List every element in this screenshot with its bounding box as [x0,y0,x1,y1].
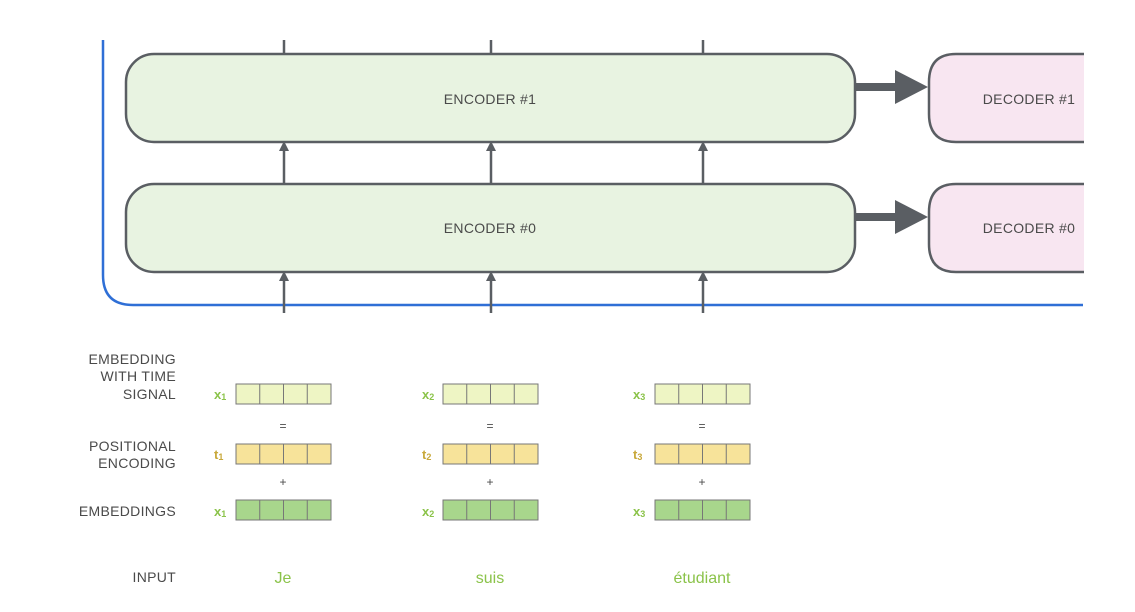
encoder-to-decoder-arrow-1 [856,70,928,104]
x-var-label: x1 [214,387,226,402]
decoder-0-label: DECODER #0 [983,220,1075,236]
embedding-vector [442,499,539,521]
time-signal-vector [235,383,332,405]
embedding-vector [235,499,332,521]
time-signal-label-line-1: EMBEDDING [89,351,177,367]
equals-sign: = [279,419,286,433]
decoder-0: DECODER #0 [927,182,1084,274]
input-label: INPUT [133,569,177,585]
time-signal-vector [442,383,539,405]
token-column-3: x3 = t3 + x3 étudiant [633,383,751,587]
x-var-label: x2 [422,387,434,402]
positional-label-line-1: POSITIONAL [89,438,176,454]
decoder-1-label: DECODER #1 [983,91,1075,107]
plus-sign: + [698,475,705,489]
input-word: Je [275,570,292,587]
token-column-1: x1 = t1 + x1 Je [214,383,332,587]
encoder-0: ENCODER #0 [124,182,857,274]
plus-sign: + [279,475,286,489]
embeddings-label: EMBEDDINGS [79,503,176,519]
encoder-0-label: ENCODER #0 [444,220,536,236]
decoder-0-box [927,182,1084,274]
input-word: étudiant [674,570,731,587]
equals-sign: = [486,419,493,433]
encoder-link-arrows [279,141,708,183]
encoder-1-label: ENCODER #1 [444,91,536,107]
encoder-to-decoder-arrow-0 [856,200,928,234]
time-signal-vector [654,383,751,405]
equals-sign: = [698,419,705,433]
time-signal-label-line-2: WITH TIME [100,368,176,384]
top-arrow-stubs [282,40,705,53]
x-var-label: x3 [633,387,645,402]
t-var-label: t2 [422,447,431,462]
token-column-2: x2 = t2 + x2 suis [422,383,539,587]
x-var-label: x2 [422,504,434,519]
decoder-1: DECODER #1 [927,52,1084,144]
embedding-vector [654,499,751,521]
positional-label-line-2: ENCODING [98,455,176,471]
positional-encoding-vector [654,443,751,465]
time-signal-label-line-3: SIGNAL [123,386,176,402]
positional-encoding-vector [442,443,539,465]
input-word: suis [476,570,504,587]
t-var-label: t3 [633,447,642,462]
decoder-1-box [927,52,1084,144]
input-arrows [279,271,708,313]
encoder-1: ENCODER #1 [124,52,857,144]
plus-sign: + [486,475,493,489]
row-labels: EMBEDDING WITH TIME SIGNAL POSITIONAL EN… [79,351,176,585]
encoder-stack-frame [101,40,1083,307]
x-var-label: x1 [214,504,226,519]
x-var-label: x3 [633,504,645,519]
t-var-label: t1 [214,447,223,462]
positional-encoding-vector [235,443,332,465]
